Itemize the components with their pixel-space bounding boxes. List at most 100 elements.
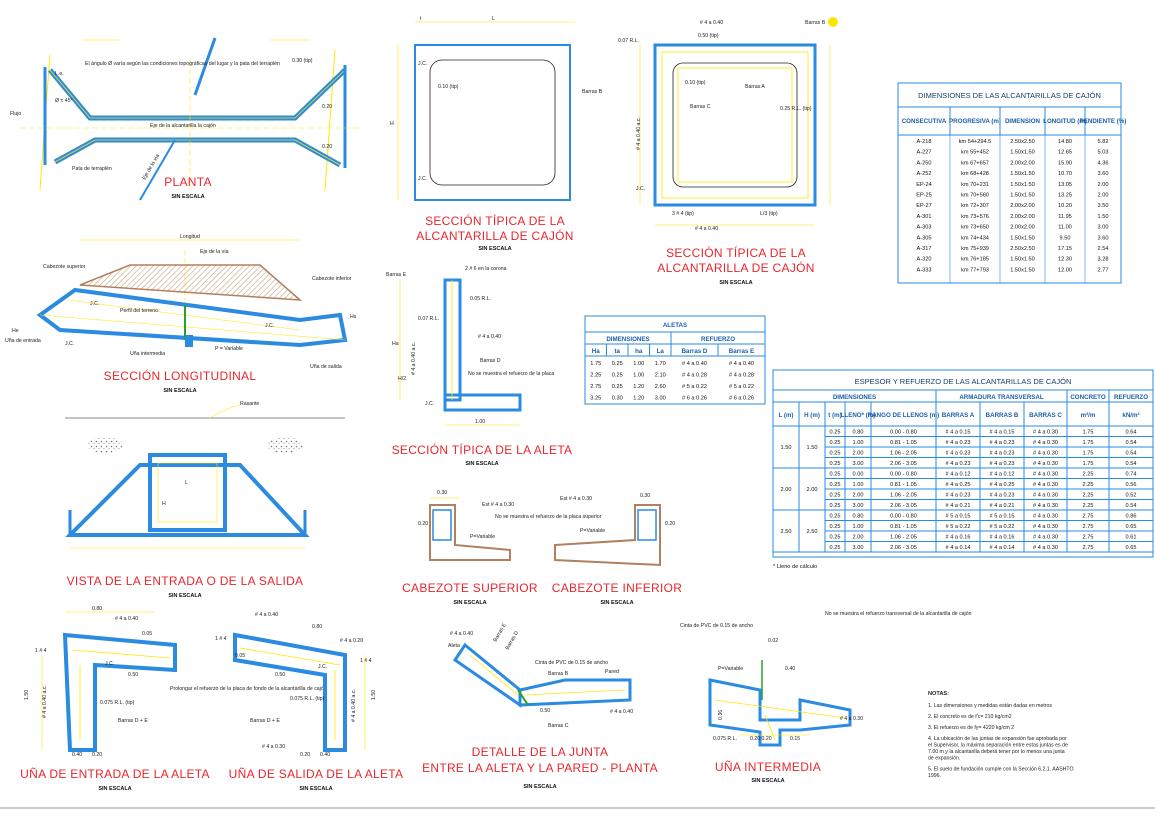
ui-cinta: Cinta de PVC de 0.15 de ancho xyxy=(680,623,753,629)
table-text: 0.56 xyxy=(1126,482,1137,488)
table-text: # 4 a 0.28 xyxy=(729,373,754,379)
table-text: # 4 a 0.30 xyxy=(1033,514,1058,520)
table-text: # 4 a 0.21 xyxy=(990,503,1015,509)
table-text: # 4 a 0.30 xyxy=(1033,430,1058,436)
cs-subtitle: SIN ESCALA xyxy=(453,600,486,606)
table-text: H (m) xyxy=(804,412,820,419)
ue-jc: J.C. xyxy=(105,661,114,667)
table-text: km 67+657 xyxy=(961,160,989,166)
table-text: 2.00 xyxy=(807,487,818,493)
table-text: 0.54 xyxy=(1126,461,1137,467)
table-text: km 73+576 xyxy=(961,214,989,220)
table-text: ESPESOR Y REFUERZO DE LAS ALCANTARILLAS … xyxy=(855,377,1072,386)
table-text: # 4 a 0.16 xyxy=(946,535,971,541)
ui-nota: No se muestra el refuerzo transversal de… xyxy=(825,611,972,617)
table-text: 2.06 - 3.05 xyxy=(890,461,917,467)
una-entrada-drawing: 0.80 # 4 a 0.40 0.05 1 # 4 J.C. 0.50 Pro… xyxy=(20,606,327,792)
table-text: PROGRESIVA (m) xyxy=(949,118,1001,125)
dj-barras-e: Barras E xyxy=(493,622,509,643)
table-text: 2.00 xyxy=(1098,182,1109,188)
table-text: 2.00 xyxy=(781,487,792,493)
table-text: 1.75 xyxy=(1083,440,1094,446)
cs-nota: No se muestra el refuerzo de la placa su… xyxy=(495,514,602,520)
ue-d040: 0.40 xyxy=(72,752,82,758)
espesor-table: ESPESOR Y REFUERZO DE LAS ALCANTARILLAS … xyxy=(772,369,1154,570)
table-text: 2.25 xyxy=(590,373,601,379)
table-text: La xyxy=(657,348,665,355)
table-text: 10.20 xyxy=(1058,203,1072,209)
ve-subtitle: SIN ESCALA xyxy=(168,593,201,599)
ue-d005: 0.05 xyxy=(142,631,152,637)
seccion-tipica-2-drawing: # 4 a 0.40 Barras B 0.07 R.L. 0.50 (tip)… xyxy=(582,17,838,286)
us-bar040: # 4 a 0.40 xyxy=(255,612,278,618)
una-intermedia-drawing: Cinta de PVC de 0.15 de ancho No se mues… xyxy=(680,611,972,784)
table-text: REFUERZO xyxy=(1114,394,1148,401)
table-text: DIMENSIONES xyxy=(606,336,649,343)
table-text: DIMENSION xyxy=(1005,118,1041,125)
table-text: 5.82 xyxy=(1098,139,1109,145)
table-text: # 5 a 0.22 xyxy=(682,384,707,390)
table-text: 1.75 xyxy=(1083,430,1094,436)
dj-bar040: # 4 a 0.40 xyxy=(450,631,473,637)
us-d080: 0.80 xyxy=(312,624,322,630)
table-text: # 4 a 0.12 xyxy=(946,472,971,478)
ui-d020: 0.20 0.20 xyxy=(750,736,772,742)
table-text: 1.06 - 2.05 xyxy=(890,535,917,541)
us-subtitle: SIN ESCALA xyxy=(299,786,332,792)
table-text: RANGO DE LLENOS (m) xyxy=(868,412,940,419)
st2-bot-bar2: # 4 a 0.40 xyxy=(695,226,718,232)
table-text: 11.95 xyxy=(1058,214,1072,220)
table-text: # 4 a 0.40 xyxy=(682,361,707,367)
table-text: 3.00 xyxy=(853,503,864,509)
table-text: m³/m xyxy=(1081,412,1096,419)
sl-cab-sup: Cabezote superior xyxy=(43,264,86,270)
st2-l3: L/3 (tip) xyxy=(760,211,778,217)
table-text: 1.00 xyxy=(853,524,864,530)
table-text: A-250 xyxy=(917,160,932,166)
ve-l: L xyxy=(185,480,188,486)
table-text: 2.75 xyxy=(1083,545,1094,551)
st2-tip050: 0.50 (tip) xyxy=(698,33,719,39)
una-salida-drawing: # 4 a 0.40 0.80 # 4 a 0.20 1 # 4 1 # 4 0… xyxy=(215,612,403,792)
table-text: 0.81 - 1.05 xyxy=(890,482,917,488)
sa-subtitle: SIN ESCALA xyxy=(465,461,498,467)
vista-entrada-drawing: Rasante L H VISTA DE LA ENTRADA O DE LA … xyxy=(65,401,345,599)
table-text: 2.50x2.50 xyxy=(1010,246,1035,252)
table-text: # 4 a 0.16 xyxy=(990,535,1015,541)
ci-title: CABEZOTE INFERIOR xyxy=(552,581,682,595)
cs-d030: 0.30 xyxy=(437,490,447,496)
table-text: ha xyxy=(635,348,643,355)
table-text: 0.25 xyxy=(830,503,841,509)
sa-rl005: 0.05 R.L. xyxy=(470,296,491,302)
table-text: 0.25 xyxy=(830,472,841,478)
table-text: km 74+434 xyxy=(961,235,989,241)
sl-una-sal: Uña de salida xyxy=(310,364,342,370)
table-text: 3.00 xyxy=(655,396,666,402)
table-text: 2.00 xyxy=(853,451,864,457)
table-text: Barras D xyxy=(682,348,708,355)
table-text: km 75+939 xyxy=(961,246,989,252)
table-text: # 4 a 0.30 xyxy=(1033,461,1058,467)
sl-una-ent: Uña de entrada xyxy=(5,338,41,344)
sa-nota: No se muestra el refuerzo de la placa xyxy=(468,371,554,377)
table-text: # 5 a 0.22 xyxy=(729,384,754,390)
sa-dim100: 1.00 xyxy=(475,419,485,425)
table-text: # 4 a 0.28 xyxy=(682,373,707,379)
table-text: km 76+185 xyxy=(961,257,989,263)
sl-jc2: J.C. xyxy=(265,323,274,329)
seccion-longitudinal-drawing: Longitud Eje de la vía Cabezote superior… xyxy=(5,234,357,394)
table-text: 0.81 - 1.05 xyxy=(890,440,917,446)
st1-title-1: SECCIÓN TÍPICA DE LA xyxy=(425,213,565,228)
table-text: ALETAS xyxy=(663,322,687,329)
table-text: # 5 a 0.15 xyxy=(946,514,971,520)
ci-subtitle: SIN ESCALA xyxy=(600,600,633,606)
table-text: # 4 a 0.23 xyxy=(946,440,971,446)
table-text: 2.50 xyxy=(781,529,792,535)
cabezote-superior-drawing: 0.30 0.20 Est # 4 a 0.30 No se muestra e… xyxy=(402,490,602,606)
st2-subtitle: SIN ESCALA xyxy=(719,280,752,286)
st2-barras-b2: Barras B xyxy=(582,89,603,95)
table-text: 12.65 xyxy=(1058,150,1072,156)
st1-t: t xyxy=(420,16,422,22)
table-text: km 54+294.5 xyxy=(959,139,992,145)
